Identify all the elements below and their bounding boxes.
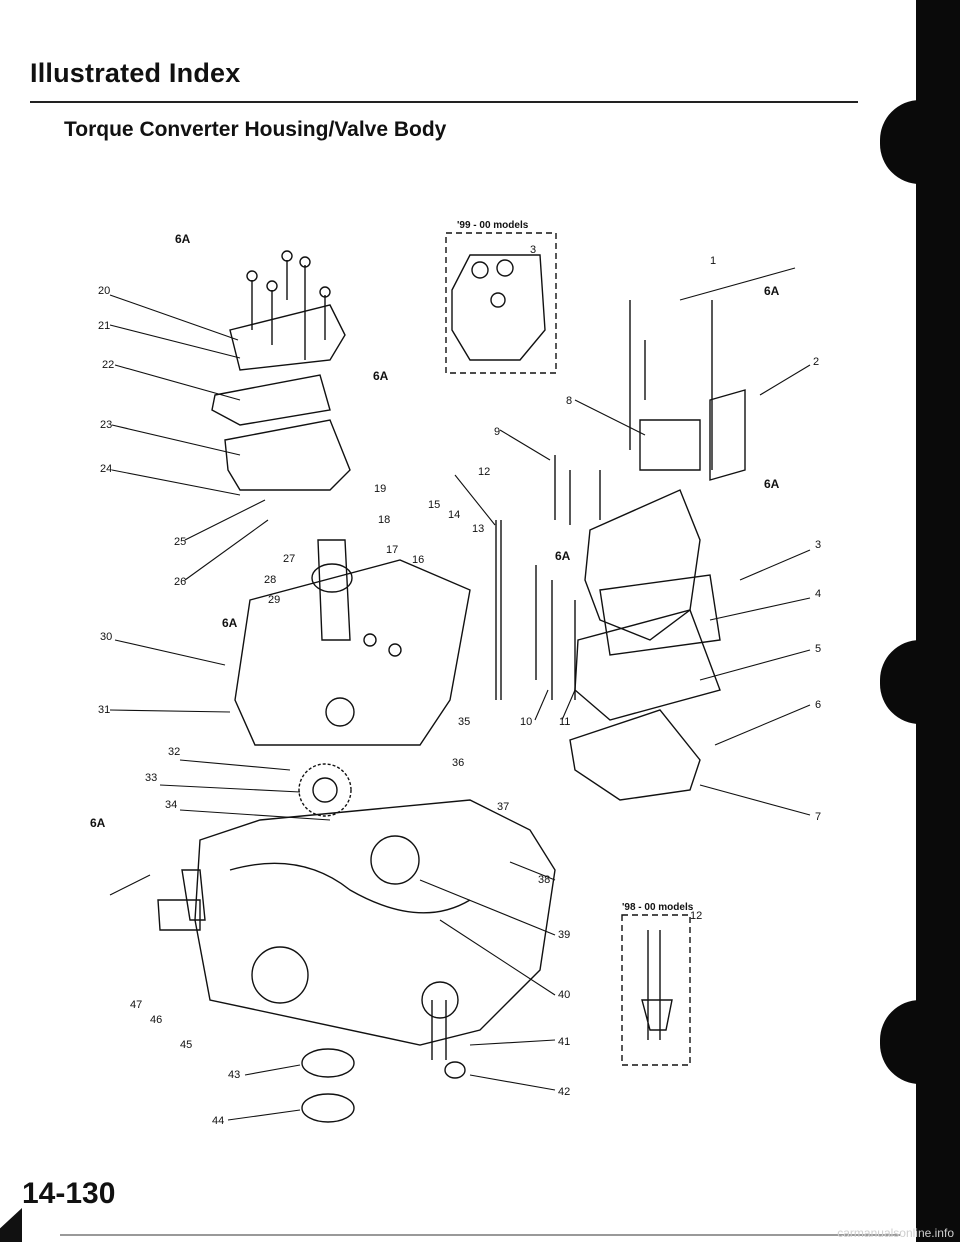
right-filter: [709, 389, 746, 481]
callout-25: 25: [174, 536, 186, 548]
callout-20: 20: [98, 285, 110, 297]
left-plate-1: [229, 304, 346, 371]
callout-36: 36: [452, 757, 464, 769]
callout-8: 8: [566, 395, 572, 407]
callout-2: 2: [813, 356, 819, 368]
callout-37: 37: [497, 801, 509, 813]
callout-39: 39: [558, 929, 570, 941]
callout-16: 16: [412, 554, 424, 566]
right-bracket: [639, 419, 701, 471]
inset-top-box: [445, 232, 557, 374]
section-subtitle: Torque Converter Housing/Valve Body: [64, 118, 447, 141]
callout-18: 18: [378, 514, 390, 526]
left-linkage: [181, 869, 206, 921]
watermark-text: carmanualsonline.info: [837, 1226, 954, 1240]
torque-6a-7: 6A: [90, 816, 106, 830]
inset-top-label: '99 - 00 models: [457, 220, 529, 231]
callout-7: 7: [815, 811, 821, 823]
lower-right-bolts: [535, 565, 576, 700]
page-tab-3: [880, 1000, 960, 1084]
inset-bottom-box: [621, 914, 691, 1066]
gear: [298, 763, 352, 817]
callout-31: 31: [98, 704, 110, 716]
callout-13: 13: [472, 523, 484, 535]
callout-28: 28: [264, 574, 276, 586]
callout-24: 24: [100, 463, 112, 475]
torque-6a-4: 6A: [764, 477, 780, 491]
torque-6a-3: 6A: [373, 369, 389, 383]
callout-12: 12: [478, 466, 490, 478]
callout-38: 38: [538, 874, 550, 886]
callout-45: 45: [180, 1039, 192, 1051]
callout-9: 9: [494, 426, 500, 438]
callout-labels: 1 2 3 4 5 6 7 8 9 10 11 12 13 14 15 16 1…: [98, 244, 821, 1127]
callout-4: 4: [815, 588, 821, 600]
callout-6: 6: [815, 699, 821, 711]
right-plate-1: [599, 574, 721, 656]
callout-34: 34: [165, 799, 177, 811]
callout-42: 42: [558, 1086, 570, 1098]
left-bolts: [251, 260, 326, 360]
page-tab-2: [880, 640, 960, 724]
right-bolts: [554, 300, 713, 525]
callout-26: 26: [174, 576, 186, 588]
callout-29: 29: [268, 594, 280, 606]
callout-15: 15: [428, 499, 440, 511]
seal-3: [444, 1061, 466, 1079]
right-valve-body: [584, 489, 701, 641]
control-shaft: [495, 520, 502, 700]
inset-bottom-label: '98 - 00 models: [622, 902, 694, 913]
page-title: Illustrated Index: [30, 58, 241, 88]
page-tab-1: [880, 100, 960, 184]
callout-35: 35: [458, 716, 470, 728]
seal-2: [301, 1093, 355, 1123]
callout-10: 10: [520, 716, 532, 728]
left-plate-2: [211, 374, 331, 426]
callout-30: 30: [100, 631, 112, 643]
callout-32: 32: [168, 746, 180, 758]
right-plate-3: [569, 709, 701, 801]
callout-19: 19: [374, 483, 386, 495]
inset-solenoid-shape: [451, 254, 546, 361]
callout-3: 3: [815, 539, 821, 551]
callout-1: 1: [710, 255, 716, 267]
main-valve-body: [234, 559, 471, 746]
callout-5: 5: [815, 643, 821, 655]
filter-tube: [317, 539, 351, 641]
page-number: 14-130: [22, 1177, 116, 1210]
converter-housing: [194, 799, 556, 1046]
leader-lines: [109, 267, 811, 1121]
torque-6a-1: 6A: [175, 232, 191, 246]
callout-11: 11: [559, 716, 570, 728]
callout-21: 21: [98, 320, 110, 332]
callout-3-inset: 3: [530, 244, 536, 256]
callout-43: 43: [228, 1069, 240, 1081]
callout-47: 47: [130, 999, 142, 1011]
callout-17: 17: [386, 544, 398, 556]
torque-6a-6: 6A: [222, 616, 238, 630]
seal-1: [301, 1048, 355, 1078]
torque-6a-5: 6A: [555, 549, 571, 563]
inset-shaft-shape: [641, 930, 673, 1040]
callout-23: 23: [100, 419, 112, 431]
callout-12-inset: 12: [690, 910, 702, 922]
callout-46: 46: [150, 1014, 162, 1026]
callout-44: 44: [212, 1115, 224, 1127]
torque-labels: 6A 6A 6A 6A 6A 6A 6A: [90, 232, 780, 830]
callout-33: 33: [145, 772, 157, 784]
callout-27: 27: [283, 553, 295, 565]
callout-14: 14: [448, 509, 460, 521]
torque-6a-2: 6A: [764, 284, 780, 298]
callout-22: 22: [102, 359, 114, 371]
callout-40: 40: [558, 989, 570, 1001]
callout-41: 41: [558, 1036, 570, 1048]
left-plate-3: [224, 419, 351, 491]
footer-rule: [60, 1234, 900, 1236]
title-rule: [30, 101, 858, 103]
right-plate-2: [574, 609, 721, 721]
